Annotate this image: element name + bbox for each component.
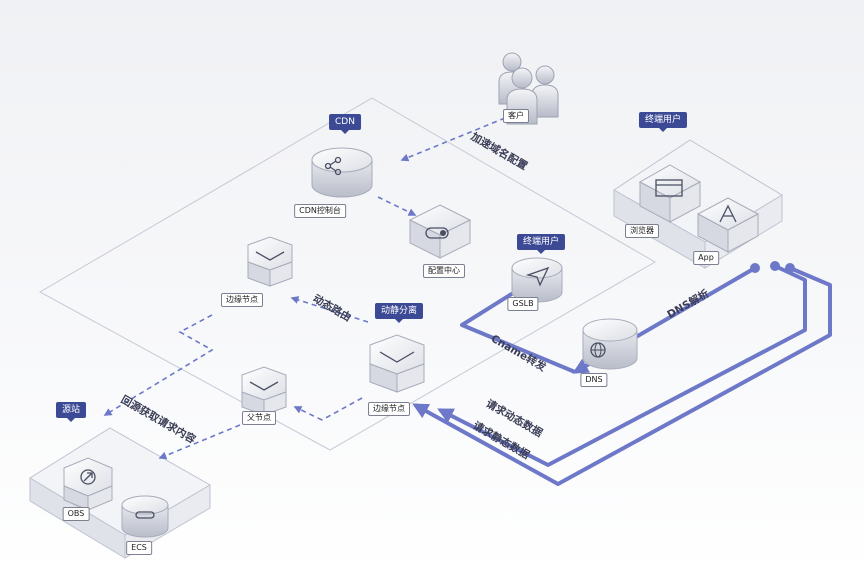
obs-node bbox=[63, 457, 113, 511]
origin-platform bbox=[29, 427, 211, 559]
label-ecs: ECS bbox=[126, 541, 152, 555]
label-client: 客户 bbox=[503, 109, 529, 123]
hexagon-server-icon bbox=[379, 351, 415, 363]
ecs-node bbox=[121, 495, 169, 538]
browser-node bbox=[638, 164, 702, 223]
edge-node-center bbox=[369, 334, 425, 393]
domain-config-arrow bbox=[400, 117, 506, 162]
label-app: App bbox=[693, 251, 719, 265]
app-store-icon bbox=[719, 204, 737, 223]
tag-origin: 源站 bbox=[55, 402, 87, 422]
globe-icon bbox=[590, 342, 606, 358]
gslb-node bbox=[511, 257, 563, 303]
fetch-origin-arrow-top bbox=[103, 314, 214, 416]
dynamic-route-arrow bbox=[290, 296, 369, 323]
tag-dyn-static: 动静分离 bbox=[374, 303, 424, 323]
hexagon-server-icon bbox=[249, 381, 279, 391]
tag-end-user-mid: 终端用户 bbox=[516, 234, 566, 254]
label-obs: OBS bbox=[62, 507, 90, 521]
hexagon-server-icon bbox=[255, 251, 285, 261]
upload-arrow-icon bbox=[80, 469, 96, 485]
static-path-start-dot bbox=[785, 263, 795, 273]
settings-toggle-icon bbox=[425, 227, 449, 239]
cdn-region bbox=[38, 97, 656, 451]
dns-node bbox=[582, 318, 638, 370]
fetch-origin-arrow-bottom bbox=[158, 424, 241, 460]
dashed-flows bbox=[103, 117, 506, 460]
parent-back-arrow bbox=[293, 406, 323, 421]
dynamic-path-start-dot bbox=[770, 261, 780, 271]
cloud-network-icon bbox=[324, 156, 342, 176]
console-config-arrow bbox=[377, 196, 417, 216]
req-static-path bbox=[412, 266, 832, 486]
browser-window-icon bbox=[655, 179, 683, 197]
edge-node-top bbox=[247, 236, 293, 287]
tag-end-user-top: 终端用户 bbox=[638, 112, 688, 132]
dns-path-start-dot bbox=[750, 263, 760, 273]
label-cdn-console: CDN控制台 bbox=[294, 204, 346, 218]
label-edge-node-mid: 边缘节点 bbox=[368, 402, 410, 416]
label-config-center: 配置中心 bbox=[423, 264, 465, 278]
server-disk-icon bbox=[135, 511, 155, 519]
data-paths bbox=[412, 264, 832, 486]
cdn-console-node bbox=[311, 147, 373, 198]
label-edge-node-top: 边缘节点 bbox=[221, 293, 263, 307]
label-dns: DNS bbox=[580, 373, 608, 387]
req-dynamic-path bbox=[437, 264, 807, 467]
paper-plane-icon bbox=[525, 266, 550, 287]
label-parent-node: 父节点 bbox=[242, 411, 276, 425]
label-gslb: GSLB bbox=[507, 297, 539, 311]
tag-cdn: CDN bbox=[329, 114, 361, 134]
parent-node bbox=[241, 366, 287, 416]
config-center-node bbox=[408, 204, 472, 259]
app-node bbox=[696, 197, 760, 253]
label-browser: 浏览器 bbox=[625, 224, 659, 238]
edge-parent-arrow bbox=[321, 397, 363, 421]
